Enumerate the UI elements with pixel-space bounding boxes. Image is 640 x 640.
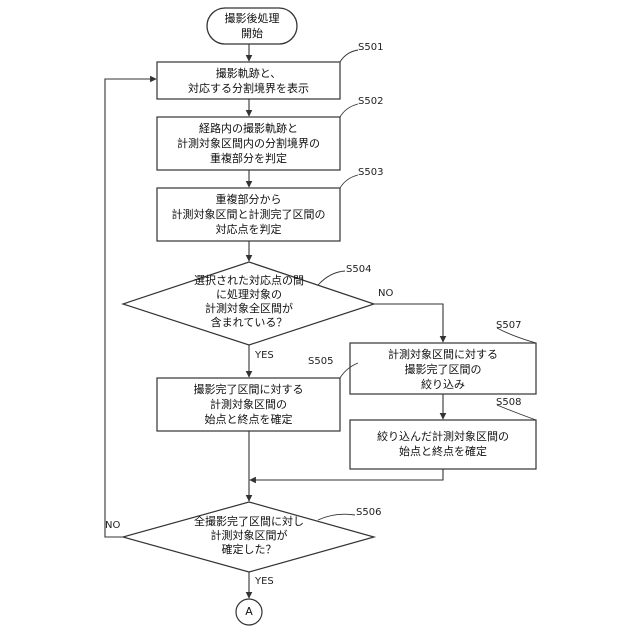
arrow-s508-merge xyxy=(250,469,443,480)
step-s505-text: 撮影完了区間に対する 計測対象区間の 始点と終点を確定 xyxy=(157,382,340,427)
leader-s503 xyxy=(340,175,358,188)
step-id-s508: S508 xyxy=(496,397,521,408)
step-id-s507: S507 xyxy=(496,320,521,331)
step-id-s502: S502 xyxy=(358,96,383,107)
step-id-s501: S501 xyxy=(358,42,383,53)
arrow-s504-no-s507 xyxy=(374,304,443,342)
step-s502-text: 経路内の撮影軌跡と 計測対象区間内の分割境界の 重複部分を判定 xyxy=(157,121,340,166)
step-id-s506: S506 xyxy=(356,507,381,518)
label-s506-yes: YES xyxy=(255,576,274,587)
decision-s504-text: 選択された対応点の間 に処理対象の 計測対象全区間が 含まれている？ xyxy=(169,274,329,330)
connector-a-text: A xyxy=(236,604,262,619)
start-label: 撮影後処理 開始 xyxy=(207,11,297,41)
step-s501-text: 撮影軌跡と、 対応する分割境界を表示 xyxy=(157,66,340,96)
decision-s506-text: 全撮影完了区間に対し 計測対象区間が 確定した？ xyxy=(169,515,329,557)
step-id-s504: S504 xyxy=(346,264,371,275)
leader-s501 xyxy=(340,50,358,62)
step-s503-text: 重複部分から 計測対象区間と計測完了区間の 対応点を判定 xyxy=(157,192,340,237)
step-id-s503: S503 xyxy=(358,167,383,178)
label-s504-yes: YES xyxy=(255,350,274,361)
step-id-s505: S505 xyxy=(308,356,333,367)
leader-s502 xyxy=(340,104,358,117)
step-s507-text: 計測対象区間に対する 撮影完了区間の 絞り込み xyxy=(350,347,536,392)
label-s506-no: NO xyxy=(105,520,120,531)
label-s504-no: NO xyxy=(378,288,393,299)
step-s508-text: 絞り込んだ計測対象区間の 始点と終点を確定 xyxy=(350,429,536,459)
